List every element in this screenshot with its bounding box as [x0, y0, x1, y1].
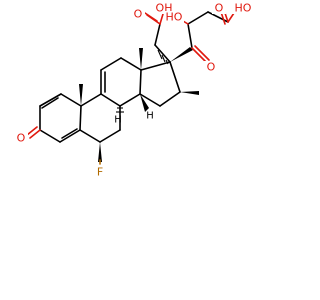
- hydroxy-label: HO: [166, 11, 183, 24]
- substituents: [98, 94, 149, 165]
- structure-diagram: O F H H O OH HO O O HO: [14, 1, 254, 179]
- acid1-oxygen-label: O: [134, 8, 143, 21]
- ring-b: [79, 93, 121, 143]
- h14-label: H: [146, 111, 154, 122]
- acid2-ho-label: HO: [235, 2, 252, 15]
- h8-label: H: [114, 115, 122, 126]
- ketone-side-oxygen-label: O: [207, 61, 216, 74]
- ring-a: [26, 93, 82, 143]
- side-chain: [144, 9, 237, 65]
- ring-c: [100, 57, 142, 107]
- fluoro-label: F: [97, 166, 103, 179]
- ring-d: [139, 61, 181, 107]
- methyl-groups: [79, 48, 199, 106]
- ketone-ring-oxygen-label: O: [17, 132, 26, 145]
- atom-labels: O F H H O OH HO O O HO: [14, 2, 254, 179]
- molecule-canvas: O F H H O OH HO O O HO: [14, 1, 254, 179]
- acid2-oxygen-label: O: [215, 2, 224, 15]
